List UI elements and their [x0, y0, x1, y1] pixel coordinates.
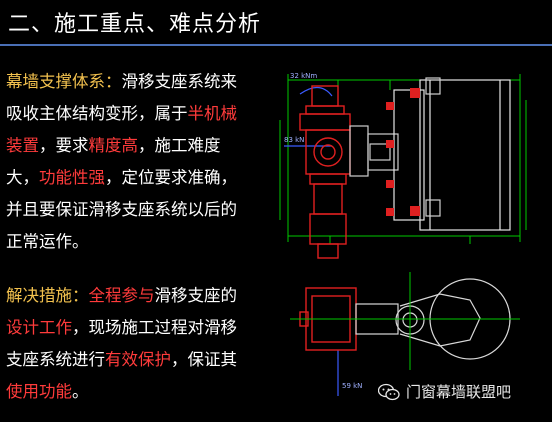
load-label-side: 83 kN: [284, 136, 304, 144]
text-segment: 滑移支座的: [154, 286, 238, 305]
load-label-top: 32 kNm: [290, 72, 317, 80]
text-segment: 滑移支座系统来吸收主体结构变形，属于: [6, 72, 237, 123]
text-segment: ，施工难度大，: [6, 136, 221, 187]
highlight-functional: 功能性强: [39, 168, 105, 187]
text-segment: ，现场施工过程对滑移支座系统进行: [6, 318, 237, 369]
sliding-bearing-cad-drawing: 32 kNm 83 kN 59 kN: [279, 72, 527, 396]
load-label-bottom: 59 kN: [342, 382, 362, 390]
paragraph-support-system: 幕墙支撑体系：滑移支座系统来吸收主体结构变形，属于半机械装置，要求精度高，施工难…: [6, 66, 238, 258]
text-segment: ，保证其: [171, 350, 237, 369]
watermark: 门窗幕墙联盟吧: [378, 381, 511, 402]
text-segment: ，定位要求准确，并且要保证滑移支座系统以后的正常运作。: [6, 168, 237, 251]
page-title: 二、施工重点、难点分析: [8, 12, 262, 37]
text-segment: 。: [72, 382, 89, 401]
watermark-text: 门窗幕墙联盟吧: [406, 383, 512, 401]
highlight-function: 使用功能: [6, 382, 72, 401]
paragraph-solution: 解决措施：全程参与滑移支座的设计工作，现场施工过程对滑移支座系统进行有效保护，保…: [6, 280, 238, 408]
wechat-icon: [378, 383, 400, 400]
highlight-protection: 有效保护: [105, 350, 171, 369]
label-solution: 解决措施：: [6, 286, 89, 305]
highlight-semi-mechanical: 半机械装置: [6, 104, 237, 155]
title-divider: [0, 44, 552, 46]
highlight-design-work: 设计工作: [6, 318, 72, 337]
highlight-high-precision: 精度高: [88, 136, 139, 155]
label-support-system: 幕墙支撑体系：: [6, 72, 122, 91]
highlight-full-participation: 全程参与: [88, 286, 155, 305]
text-segment: ，要求: [39, 136, 89, 155]
